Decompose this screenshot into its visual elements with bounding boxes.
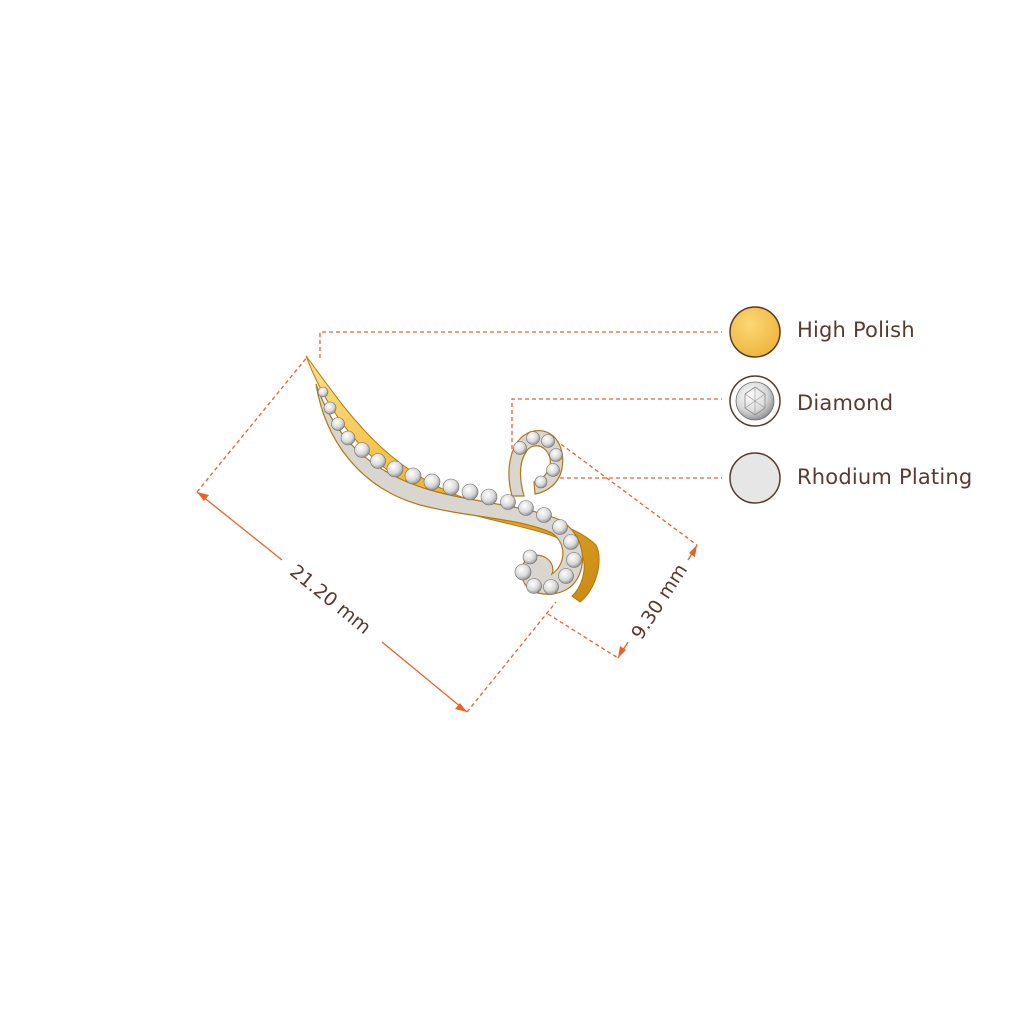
- high-polish-swatch: [729, 306, 781, 358]
- length-ext-bottom: [466, 601, 557, 713]
- legend-swatches: [729, 306, 781, 504]
- leader-lines: [319, 331, 722, 498]
- leader-line-high-polish: [319, 331, 722, 358]
- legend-label-rhodium-plating: Rhodium Plating: [797, 465, 973, 489]
- height-label: 9.30 mm: [627, 560, 692, 644]
- length-arrow-end: [455, 703, 467, 712]
- diamond-stones: [317, 386, 582, 595]
- length-label: 21.20 mm: [286, 560, 376, 638]
- rhodium-swatch: [729, 452, 781, 504]
- length-dim-line-a: [196, 491, 283, 561]
- length-arrow-start: [197, 492, 209, 501]
- height-arrow-bottom: [618, 646, 626, 658]
- legend-label-diamond: Diamond: [797, 391, 894, 415]
- diamond-swatch: [729, 375, 781, 427]
- height-ext-top: [549, 435, 698, 546]
- legend-label-high-polish: High Polish: [797, 318, 915, 342]
- leader-line-diamond: [511, 398, 722, 498]
- length-ext-top: [196, 355, 309, 493]
- length-dim-line-b: [381, 641, 468, 713]
- earring-illustration: [305, 355, 600, 603]
- dimension-height: [547, 435, 698, 659]
- dimension-length: [196, 355, 557, 713]
- height-ext-bottom: [547, 613, 619, 659]
- height-arrow-top: [689, 545, 697, 557]
